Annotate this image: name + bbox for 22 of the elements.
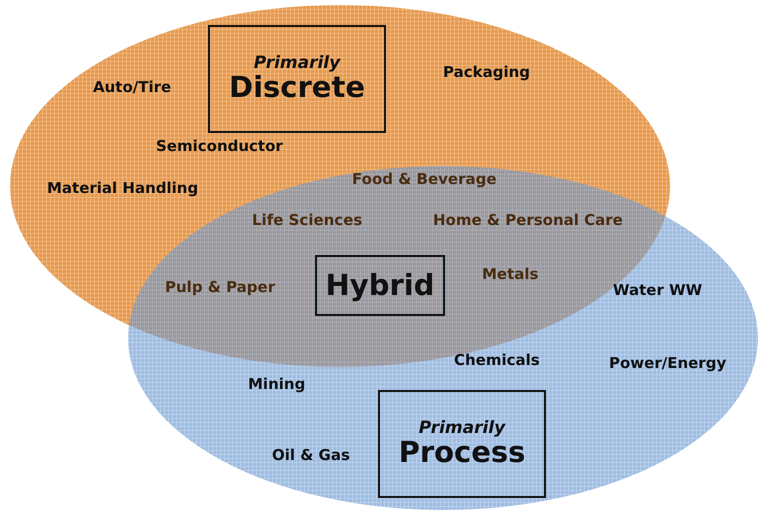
industry-label: Chemicals	[454, 351, 540, 369]
industry-label: Home & Personal Care	[433, 211, 623, 229]
category-box	[208, 25, 386, 133]
industry-label: Auto/Tire	[93, 78, 172, 96]
industry-label: Semiconductor	[156, 137, 283, 155]
category-box	[378, 390, 546, 498]
category-subtitle: Primarily	[254, 54, 340, 72]
industry-label: Pulp & Paper	[165, 278, 276, 296]
industry-label: Mining	[248, 375, 306, 393]
industry-label: Water WW	[613, 281, 702, 299]
category-title: Hybrid	[326, 270, 434, 302]
industry-label: Metals	[482, 265, 538, 283]
industry-label: Material Handling	[47, 179, 198, 197]
category-box	[315, 255, 445, 316]
industry-label: Packaging	[443, 63, 530, 81]
category-title: Discrete	[229, 72, 365, 104]
industry-label: Oil & Gas	[272, 446, 350, 464]
category-title: Process	[398, 437, 526, 470]
industry-label: Power/Energy	[609, 354, 726, 372]
category-subtitle: Primarily	[418, 418, 506, 438]
industry-label: Food & Beverage	[352, 170, 496, 188]
industry-label: Life Sciences	[252, 211, 362, 229]
